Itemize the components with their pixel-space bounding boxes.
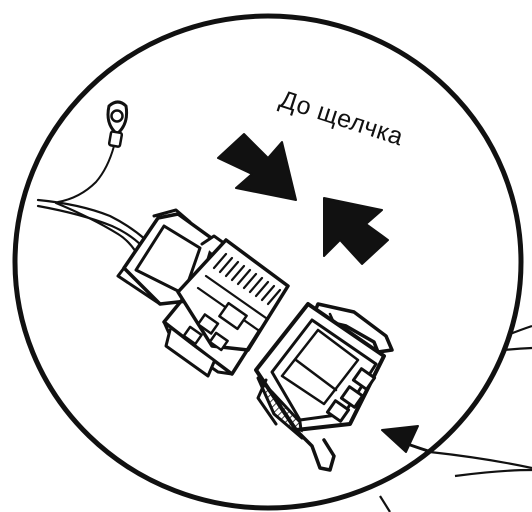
ring-terminal-icon [57, 100, 129, 203]
push-arrow-right [323, 197, 389, 265]
magnifier-circle [12, 13, 524, 511]
connector-plug-icon [116, 208, 290, 378]
cable-bundle [36, 198, 148, 254]
push-arrow-left [217, 133, 297, 201]
connector-socket-icon [254, 302, 394, 472]
